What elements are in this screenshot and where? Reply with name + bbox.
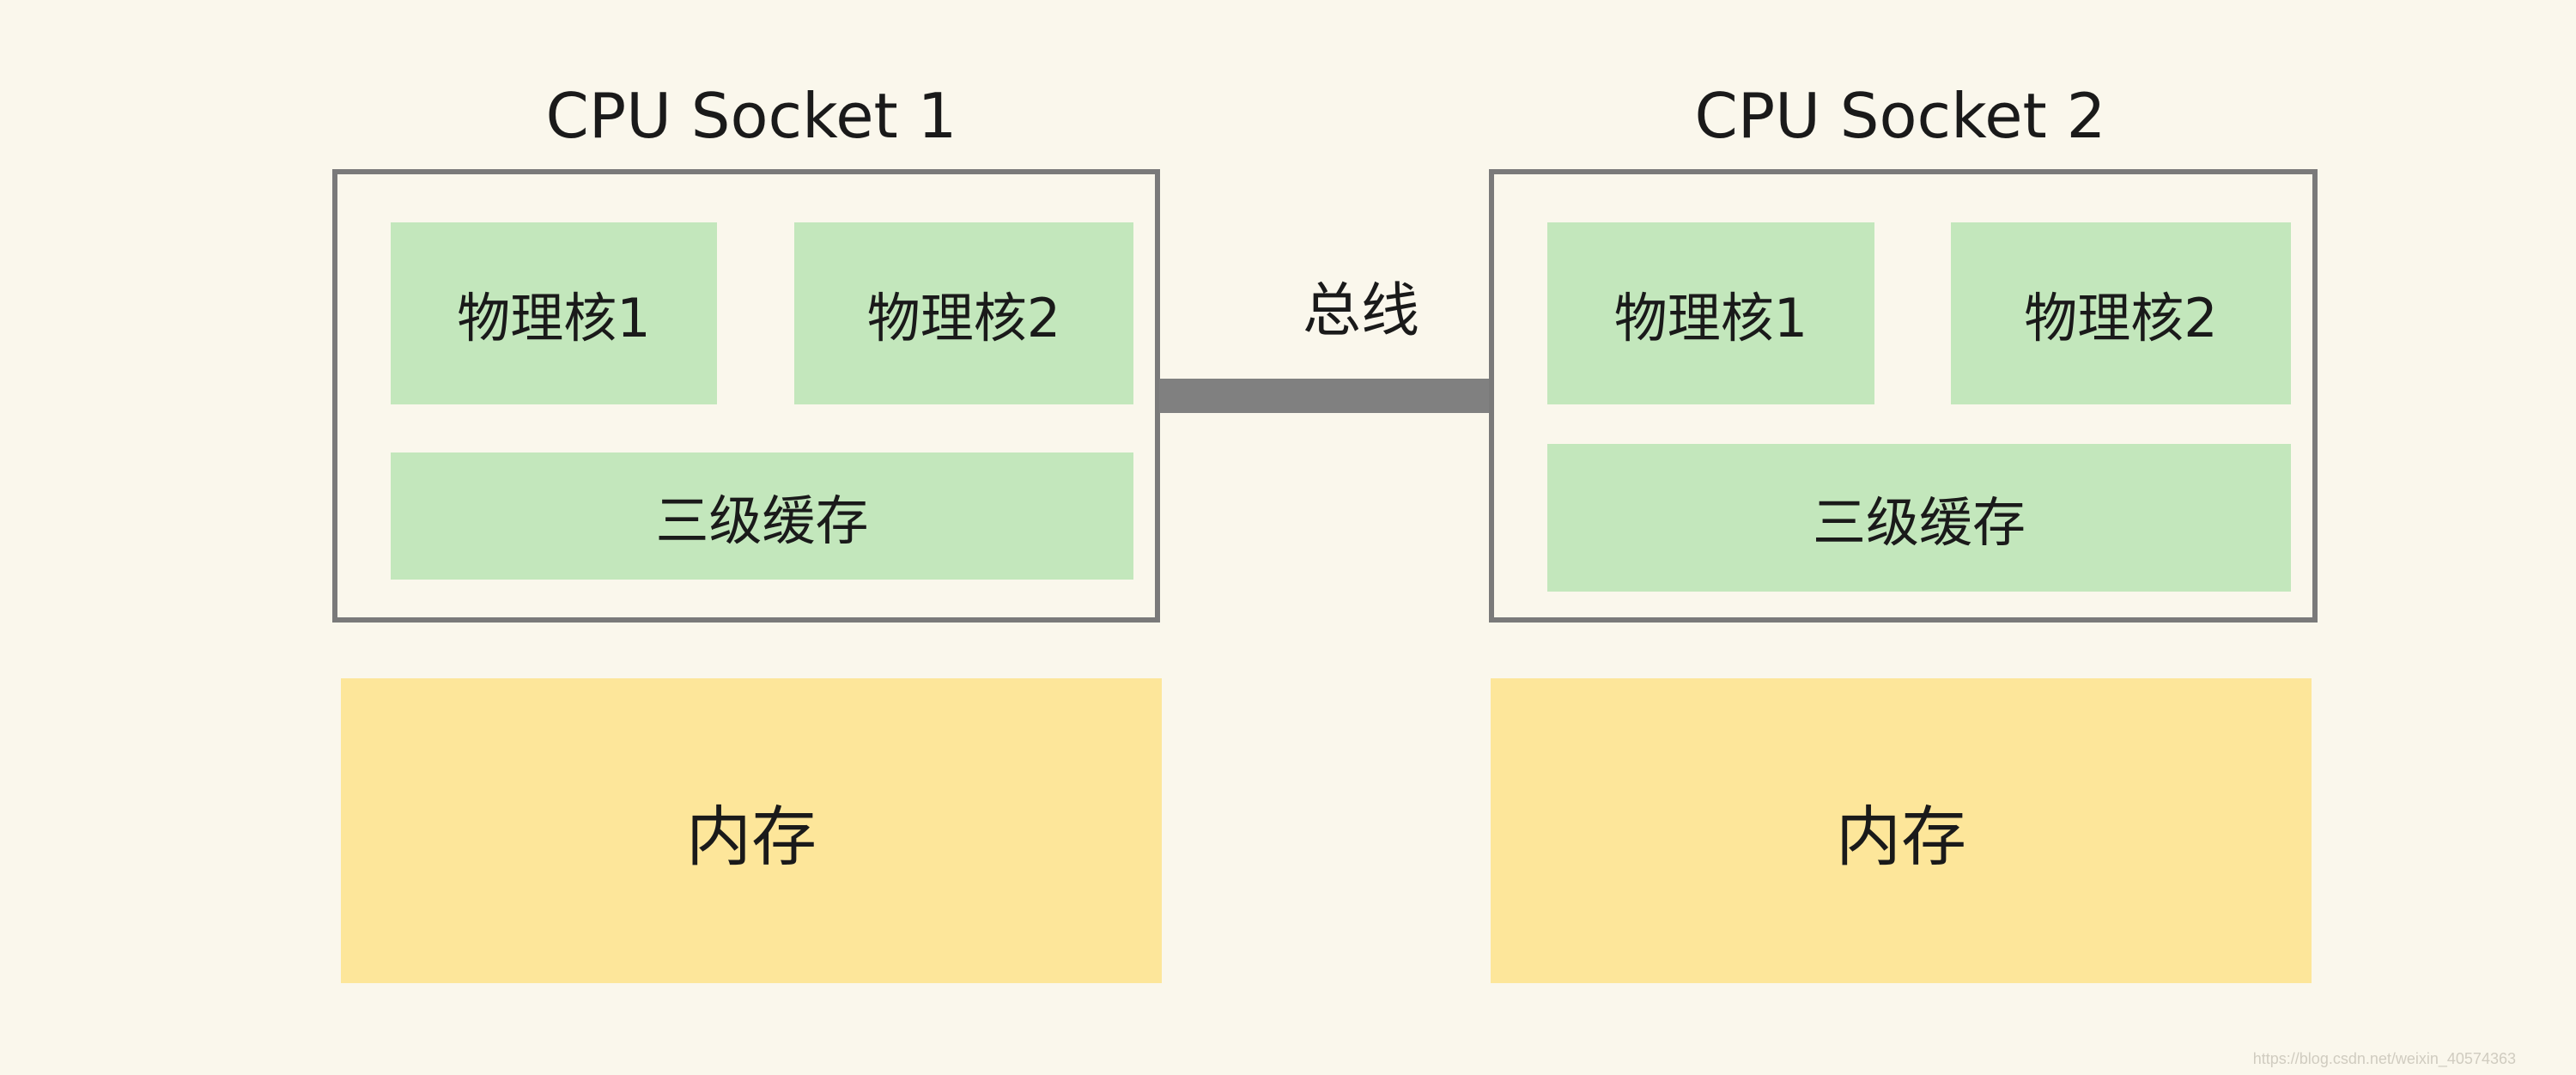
bus-label: 总线 <box>1302 277 1419 345</box>
socket-1-l3-cache: 三级缓存 <box>391 452 1133 580</box>
socket-2-box: 物理核1 物理核2 三级缓存 <box>1489 169 2318 623</box>
socket-2-memory: 内存 <box>1491 678 2312 983</box>
socket-2-l3-cache: 三级缓存 <box>1547 444 2291 592</box>
socket-1-memory: 内存 <box>341 678 1162 983</box>
bus-connector <box>1159 379 1491 413</box>
socket-1-title: CPU Socket 1 <box>545 80 957 152</box>
socket-1-core-2: 物理核2 <box>794 222 1133 404</box>
watermark: https://blog.csdn.net/weixin_40574363 <box>2252 1050 2516 1067</box>
socket-2-title: CPU Socket 2 <box>1694 80 2106 152</box>
socket-1-box: 物理核1 物理核2 三级缓存 <box>332 169 1160 623</box>
socket-1-core-1: 物理核1 <box>391 222 717 404</box>
socket-2-core-1: 物理核1 <box>1547 222 1874 404</box>
socket-2-core-2: 物理核2 <box>1951 222 2291 404</box>
